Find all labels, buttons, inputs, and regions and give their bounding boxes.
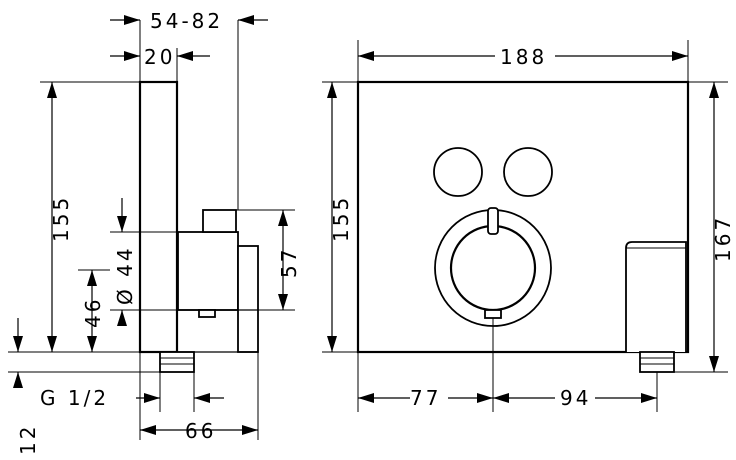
hose-outlet	[625, 241, 687, 352]
dim-total-height: 167	[711, 215, 735, 262]
side-body-back	[237, 245, 259, 353]
front-connector	[639, 351, 675, 373]
thermostat-knob	[449, 224, 537, 312]
dim-body-depth: 66	[185, 419, 216, 443]
side-body	[177, 231, 239, 311]
dim-front-height: 155	[329, 195, 353, 242]
dim-thread: G 1/2	[40, 386, 109, 410]
side-nipple	[198, 309, 216, 318]
thermostat-pointer	[487, 207, 499, 235]
button-right	[503, 147, 553, 197]
dim-left-to-axis: 77	[410, 386, 441, 410]
dim-offset: 46	[81, 297, 105, 328]
side-connector	[159, 351, 195, 373]
dim-diameter: Ø 44	[113, 245, 137, 305]
front-view: 188 155 167 77 94	[322, 40, 735, 412]
thermostat-bottom-mark	[484, 309, 502, 319]
dim-plate-thickness: 20	[144, 45, 175, 69]
button-left	[433, 147, 483, 197]
dim-front-width: 188	[500, 45, 547, 69]
side-plate	[138, 80, 179, 354]
dim-body-height: 57	[277, 247, 301, 278]
dim-side-height: 155	[49, 195, 73, 242]
side-view: 54-82 20 155 12 Ø 44	[8, 9, 301, 455]
dim-axis-to-outlet: 94	[560, 386, 591, 410]
dim-bottom-offset: 12	[16, 424, 40, 455]
dim-depth-range: 54-82	[150, 9, 223, 33]
side-body-cap	[202, 209, 237, 233]
